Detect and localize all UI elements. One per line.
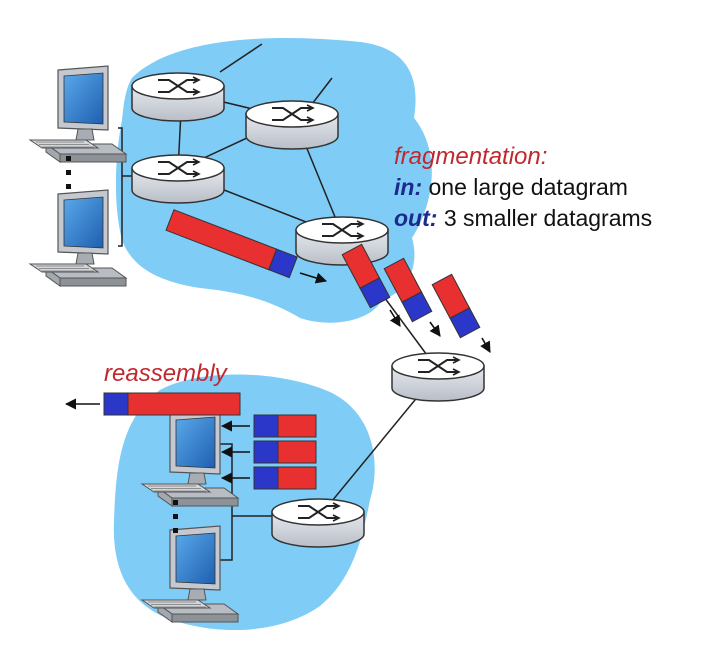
out-text: 3 smaller datagrams (443, 205, 653, 231)
large-datagram (165, 209, 298, 279)
reassembled-datagram (103, 392, 241, 416)
router-icon (131, 154, 225, 204)
fragment (253, 466, 317, 490)
fragment (253, 414, 317, 438)
in-line: in: one large datagram (394, 174, 628, 201)
fragment (341, 243, 391, 309)
arrow-icon (480, 337, 491, 353)
fragment (383, 257, 433, 323)
out-label: out: (394, 205, 438, 231)
router-icon (271, 498, 365, 548)
desktop-computer-icon (29, 65, 127, 163)
in-text: one large datagram (428, 174, 628, 200)
arrow-icon (429, 321, 441, 337)
ellipsis-dots (66, 156, 71, 189)
router-icon (245, 100, 339, 150)
ellipsis-dots (173, 500, 178, 533)
router-icon (131, 72, 225, 122)
arrow-icon (389, 309, 401, 327)
fragmentation-title: fragmentation: (394, 143, 548, 170)
router-icon (295, 216, 389, 266)
out-line: out: 3 smaller datagrams (394, 205, 652, 232)
in-label: in: (394, 174, 423, 200)
fragment (431, 273, 481, 339)
arrow-icon (299, 272, 328, 284)
fragment (253, 440, 317, 464)
desktop-computer-icon (29, 189, 127, 287)
reassembly-label: reassembly (104, 360, 227, 387)
router-icon (391, 352, 485, 402)
